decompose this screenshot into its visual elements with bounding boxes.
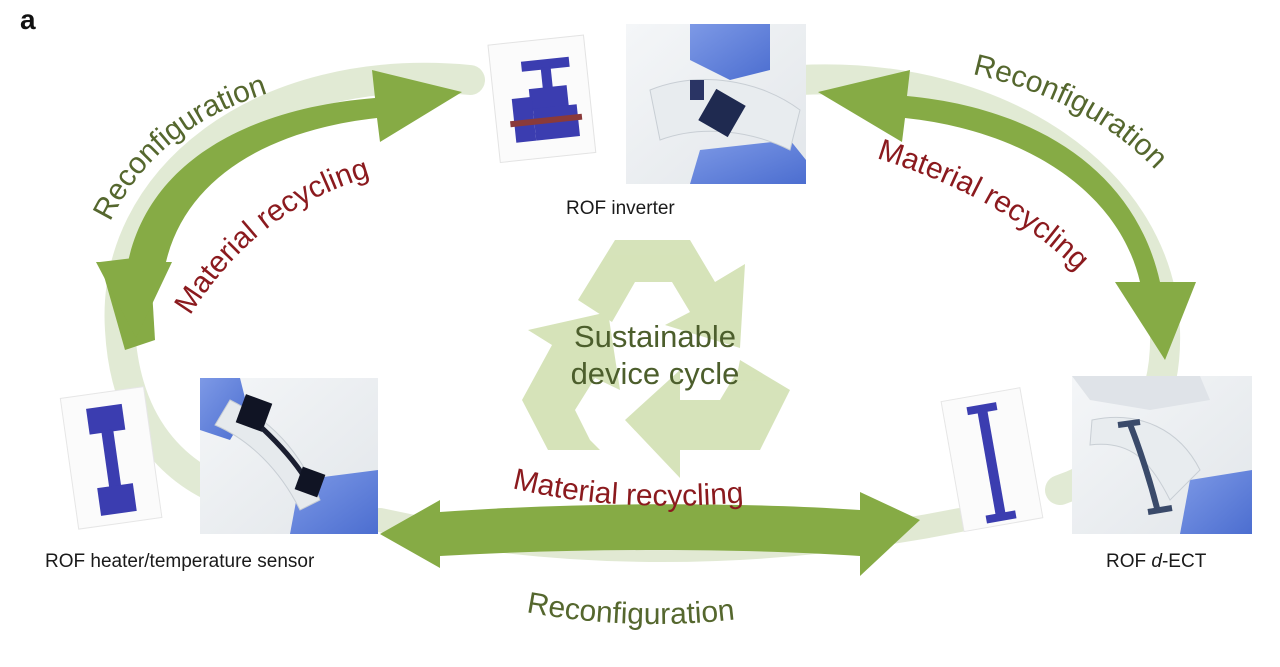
label-reconfiguration-bottom: Reconfiguration bbox=[525, 586, 736, 631]
dect-photo bbox=[1072, 376, 1252, 534]
arrow-bottom bbox=[380, 492, 920, 576]
arrow-top-left bbox=[96, 70, 462, 350]
inverter-photo bbox=[626, 24, 806, 184]
center-title-line-2: device cycle bbox=[570, 356, 740, 391]
center-title: Sustainable device cycle bbox=[520, 318, 790, 392]
dect-drawing bbox=[940, 387, 1044, 533]
caption-heater: ROF heater/temperature sensor bbox=[45, 551, 315, 572]
heater-drawing bbox=[59, 386, 163, 530]
caption-dect: ROF d-ECT bbox=[1106, 551, 1206, 573]
center-title-line-1: Sustainable bbox=[573, 319, 736, 354]
heater-photo bbox=[200, 378, 378, 534]
arrow-top-right bbox=[818, 70, 1196, 360]
caption-dect-suffix: -ECT bbox=[1161, 551, 1207, 572]
inverter-drawing bbox=[487, 34, 597, 164]
panel-label: a bbox=[20, 4, 36, 35]
caption-dect-italic: d bbox=[1151, 551, 1162, 572]
recycle-icon bbox=[522, 240, 790, 478]
caption-inverter: ROF inverter bbox=[566, 198, 675, 219]
caption-dect-prefix: ROF bbox=[1106, 551, 1152, 572]
label-recycling-bottom: Material recycling bbox=[510, 463, 744, 513]
